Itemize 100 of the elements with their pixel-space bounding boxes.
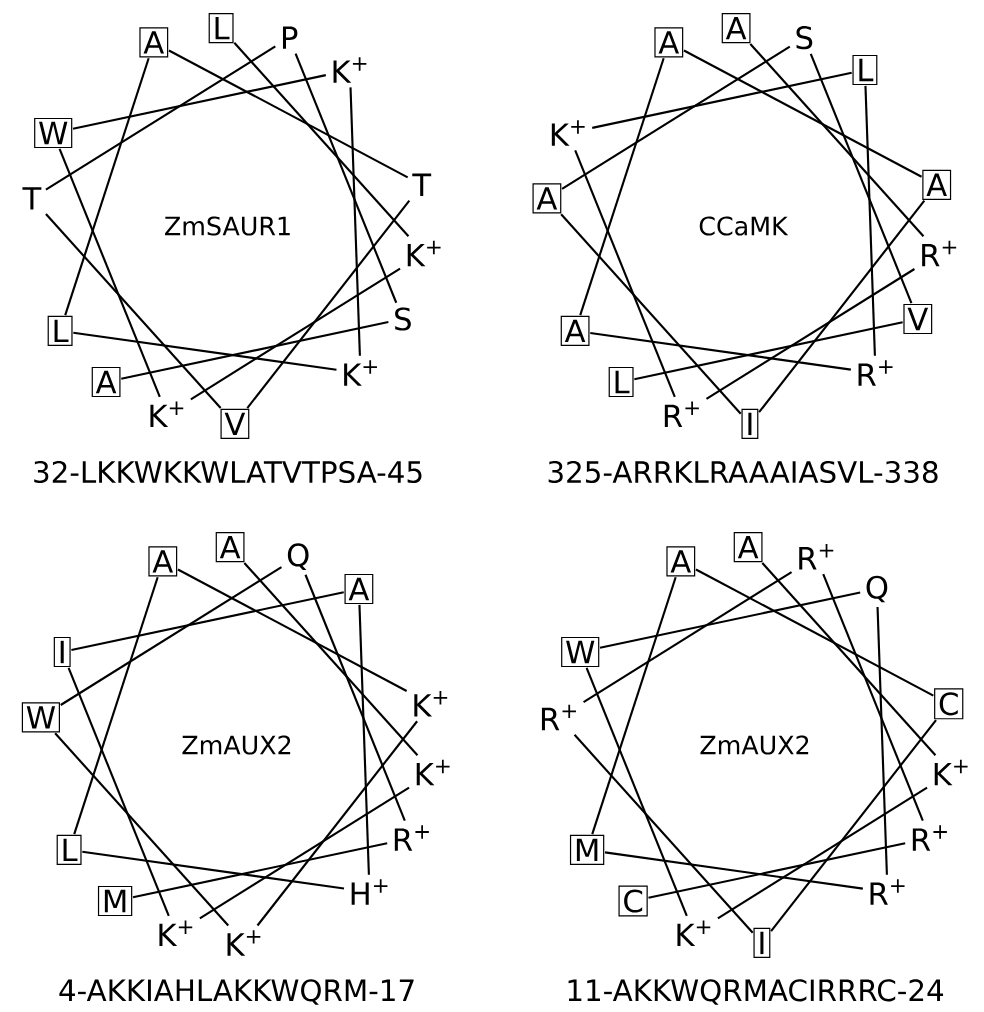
- helix-line: [648, 842, 906, 899]
- boxed-residue-label: W: [21, 702, 60, 733]
- helix-line: [71, 591, 344, 652]
- helix-line: [599, 591, 861, 649]
- residue-label: K$^{+}$: [677, 920, 711, 947]
- helix-line: [304, 574, 406, 821]
- residue-label: R$^{+}$: [541, 704, 576, 731]
- residue-label: K$^{+}$: [344, 360, 377, 386]
- residue-label: R$^{+}$: [664, 401, 699, 428]
- residue-label: Q: [866, 575, 888, 603]
- boxed-residue-label: A: [91, 366, 121, 398]
- helix-line: [574, 150, 676, 398]
- helix-line: [634, 321, 903, 381]
- helix-line: [761, 562, 937, 756]
- helix-line: [45, 213, 222, 409]
- boxed-residue-label: L: [208, 13, 234, 44]
- residue-label: R$^{+}$: [870, 879, 905, 905]
- residue-label: H$^{+}$: [351, 879, 388, 905]
- boxed-residue-label: A: [721, 13, 751, 44]
- boxed-residue-label: A: [733, 532, 763, 563]
- residue-label: R$^{+}$: [912, 825, 947, 851]
- helix-line: [82, 850, 345, 890]
- helix-line: [560, 213, 742, 415]
- helix-line: [590, 331, 851, 371]
- residue-label: P: [282, 26, 298, 49]
- sequence-label: 32-LKKWKKWLATVTPSA-45: [34, 460, 422, 484]
- helix-line: [717, 786, 928, 920]
- boxed-residue-label: A: [654, 27, 684, 58]
- boxed-residue-label: L: [47, 315, 73, 346]
- boxed-residue-label: W: [561, 636, 600, 668]
- helix-line: [579, 57, 665, 316]
- residue-label: K$^{+}$: [934, 759, 968, 786]
- helix-line: [67, 667, 170, 917]
- boxed-residue-label: A: [139, 27, 169, 58]
- helix-line: [177, 568, 408, 692]
- boxed-residue-label: V: [903, 303, 933, 335]
- helix-line: [294, 53, 398, 304]
- helix-line: [246, 200, 411, 409]
- residue-label: S: [395, 307, 411, 331]
- helix-line: [591, 576, 677, 835]
- helix-line: [809, 53, 913, 304]
- helix-line: [132, 842, 388, 899]
- helix-line: [876, 607, 888, 875]
- boxed-residue-label: M: [569, 834, 605, 865]
- residue-label: K$^{+}$: [416, 759, 450, 786]
- boxed-residue-label: I: [753, 927, 771, 959]
- helix-line: [583, 571, 793, 703]
- boxed-residue-label: A: [148, 546, 178, 577]
- helix-line: [243, 562, 419, 756]
- helix-line: [72, 74, 327, 130]
- residue-label: R$^{+}$: [858, 360, 893, 386]
- peptide-name: ZmAUX2: [700, 735, 809, 755]
- residue-label: R$^{+}$: [799, 543, 834, 570]
- boxed-residue-label: A: [666, 546, 696, 577]
- residue-label: K$^{+}$: [227, 930, 261, 956]
- peptide-name: ZmAUX2: [182, 735, 291, 755]
- peptide-name: CCaMK: [699, 216, 789, 236]
- residue-label: K$^{+}$: [150, 401, 184, 428]
- sequence-label: 325-ARRKLRAAAIASVL-338: [548, 460, 938, 484]
- helix-line: [190, 267, 401, 401]
- boxed-residue-label: W: [34, 117, 73, 149]
- helix-line: [758, 200, 926, 413]
- helix-line: [561, 45, 791, 190]
- boxed-residue-label: A: [922, 169, 952, 200]
- helix-line: [54, 732, 230, 927]
- helix-line: [683, 49, 923, 178]
- residue-label: K$^{+}$: [551, 120, 585, 146]
- residue-label: R$^{+}$: [922, 240, 957, 267]
- helix-line: [585, 667, 688, 917]
- residue-label: T: [22, 187, 42, 210]
- helix-line: [58, 148, 161, 398]
- residue-label: K$^{+}$: [159, 920, 193, 947]
- peptide-name: ZmSAUR1: [165, 216, 290, 236]
- residue-label: K$^{+}$: [407, 240, 441, 267]
- helix-line: [64, 57, 150, 316]
- helix-line: [864, 85, 876, 356]
- helix-line: [73, 576, 159, 835]
- boxed-residue-label: A: [344, 573, 374, 605]
- boxed-residue-label: I: [53, 636, 71, 668]
- residue-label: K$^{+}$: [414, 691, 448, 717]
- boxed-residue-label: A: [560, 315, 590, 346]
- helix-line: [73, 331, 337, 371]
- boxed-residue-label: A: [215, 532, 245, 563]
- helix-line: [256, 720, 418, 927]
- boxed-residue-label: A: [532, 183, 562, 214]
- residue-label: T: [412, 173, 432, 196]
- helix-line: [349, 87, 361, 356]
- helix-line: [705, 268, 916, 400]
- helix-line: [199, 786, 410, 920]
- residue-label: K$^{+}$: [333, 57, 367, 83]
- boxed-residue-label: C: [934, 688, 964, 720]
- helix-line: [604, 851, 863, 890]
- helix-line: [592, 71, 852, 129]
- sequence-label: 11-AKKWQRMACIRRRC-24: [568, 979, 944, 1005]
- helix-line: [121, 321, 389, 380]
- boxed-residue-label: L: [56, 834, 82, 865]
- boxed-residue-label: M: [97, 885, 133, 917]
- residue-label: Q: [287, 543, 309, 571]
- helix-line: [770, 719, 937, 932]
- helix-line: [60, 566, 283, 706]
